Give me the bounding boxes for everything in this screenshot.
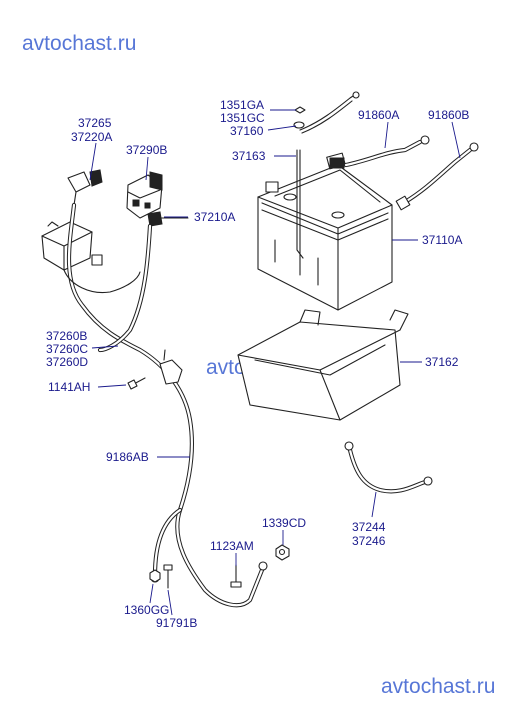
- harness-bracket: [159, 349, 183, 385]
- label-91860a: 91860A: [358, 108, 399, 122]
- relay-block: [41, 221, 103, 271]
- leader-lines: [89, 109, 461, 616]
- cable-91860b: [395, 142, 479, 211]
- battery: [257, 152, 393, 311]
- label-91791b: 91791B: [156, 616, 197, 630]
- label-1351ga: 1351GA: [220, 98, 264, 112]
- label-1351gc: 1351GC: [220, 111, 265, 125]
- label-37163: 37163: [232, 149, 266, 163]
- label-9186ab: 9186AB: [106, 450, 149, 464]
- label-1339cd: 1339CD: [262, 516, 306, 530]
- label-37220a: 37220A: [71, 130, 112, 144]
- nut-1360gg: [149, 569, 161, 583]
- label-1141ah: 1141AH: [48, 380, 90, 394]
- watermark-bottom: avtochast.ru: [381, 675, 495, 698]
- hold-down-rod: [296, 149, 304, 259]
- label-37260d: 37260D: [46, 355, 88, 369]
- fuse-box: [126, 171, 163, 219]
- label-37110a: 37110A: [422, 233, 462, 247]
- nut-1339cd: [275, 544, 290, 561]
- cable-91860a: [329, 135, 430, 169]
- label-91860b: 91860B: [428, 108, 469, 122]
- label-37260b: 37260B: [46, 329, 87, 343]
- label-37160: 37160: [230, 124, 264, 138]
- main-harness: [63, 202, 268, 608]
- bolt-1141ah: [127, 377, 146, 390]
- label-37210a: 37210A: [194, 210, 235, 224]
- ground-cable: [344, 441, 433, 494]
- label-37290b: 37290B: [126, 143, 167, 157]
- label-37260c: 37260C: [46, 342, 88, 356]
- bolt-91791b: [163, 564, 173, 589]
- terminal-37210a: [147, 211, 189, 227]
- label-37244: 37244: [352, 520, 386, 534]
- label-1360gg: 1360GG: [124, 603, 169, 617]
- bolt-1123am: [230, 564, 242, 588]
- part-labels: 1351GA 1351GC 37160 91860A 91860B 37265 …: [46, 98, 469, 630]
- battery-tray: [237, 309, 409, 421]
- terminal-positive: [67, 169, 103, 206]
- watermark-top: avtochast.ru: [22, 32, 136, 55]
- label-37246: 37246: [352, 534, 386, 548]
- label-1123am: 1123AM: [210, 539, 254, 553]
- clip-bracket: [293, 91, 360, 134]
- label-37265: 37265: [78, 116, 112, 130]
- label-37162: 37162: [425, 355, 459, 369]
